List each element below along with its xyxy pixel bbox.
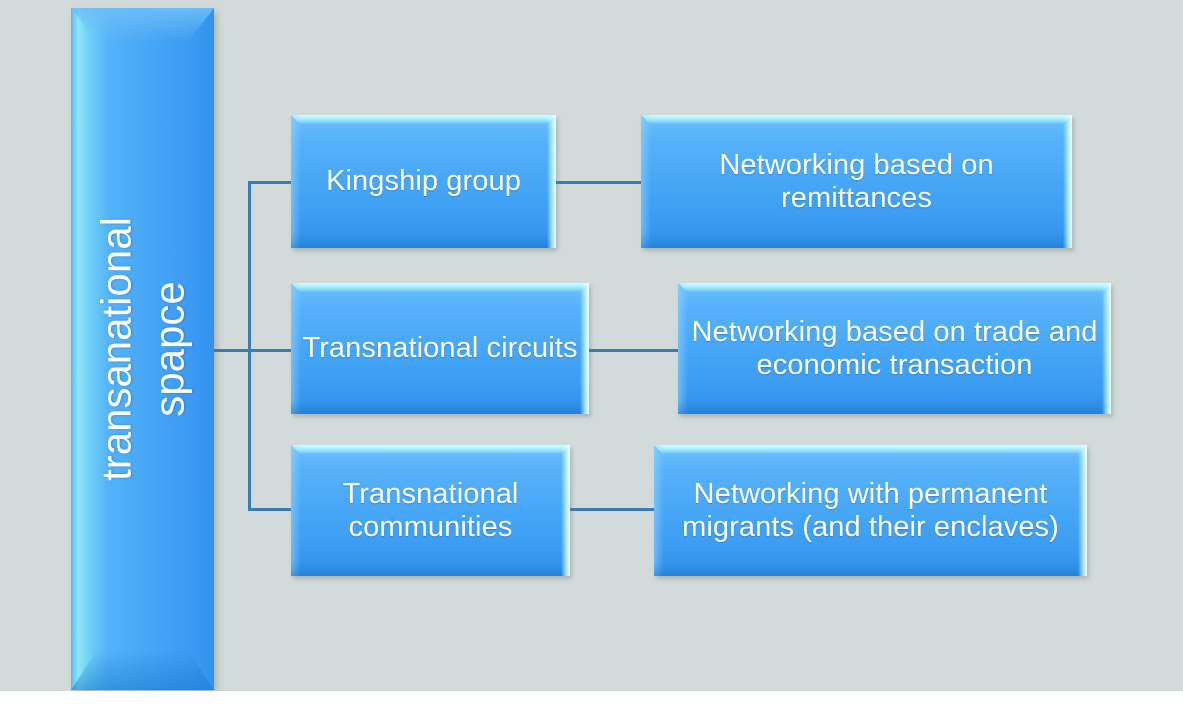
category-box-kingship-group-label: Kingship group: [326, 165, 521, 198]
category-box-transnational-circuits-label: Transnational circuits: [302, 332, 578, 365]
transnational-space-bar-label: transanational spapce: [90, 217, 195, 481]
connector-trunk-vertical: [248, 181, 251, 511]
category-box-kingship-group[interactable]: Kingship group: [291, 115, 556, 248]
connector-trunk-to-row-2: [248, 349, 293, 352]
description-box-permanent-migrants[interactable]: Networking with permanent migrants (and …: [654, 445, 1087, 576]
connector-row-1-to-description: [554, 181, 644, 184]
description-box-trade-economic-transaction-label: Networking based on trade and economic t…: [691, 316, 1098, 381]
description-box-remittances-label: Networking based on remittances: [719, 149, 994, 214]
bottom-white-strip: [0, 691, 1183, 704]
connector-bar-to-trunk: [213, 349, 251, 352]
connector-row-2-to-description: [588, 349, 680, 352]
connector-row-3-to-description: [568, 508, 656, 511]
connector-trunk-to-row-3: [248, 508, 293, 511]
category-box-transnational-communities-label: Transnational communities: [342, 478, 519, 543]
transnational-space-bar[interactable]: transanational spapce: [71, 8, 214, 690]
description-box-trade-economic-transaction[interactable]: Networking based on trade and economic t…: [678, 283, 1111, 414]
bar-label-line-1: transanational: [92, 217, 139, 481]
bar-label-line-2: spapce: [144, 281, 192, 417]
connector-trunk-to-row-1: [248, 181, 293, 184]
category-box-transnational-circuits[interactable]: Transnational circuits: [291, 283, 589, 414]
description-box-remittances[interactable]: Networking based on remittances: [641, 115, 1072, 248]
description-box-permanent-migrants-label: Networking with permanent migrants (and …: [682, 478, 1059, 543]
category-box-transnational-communities[interactable]: Transnational communities: [291, 445, 570, 576]
